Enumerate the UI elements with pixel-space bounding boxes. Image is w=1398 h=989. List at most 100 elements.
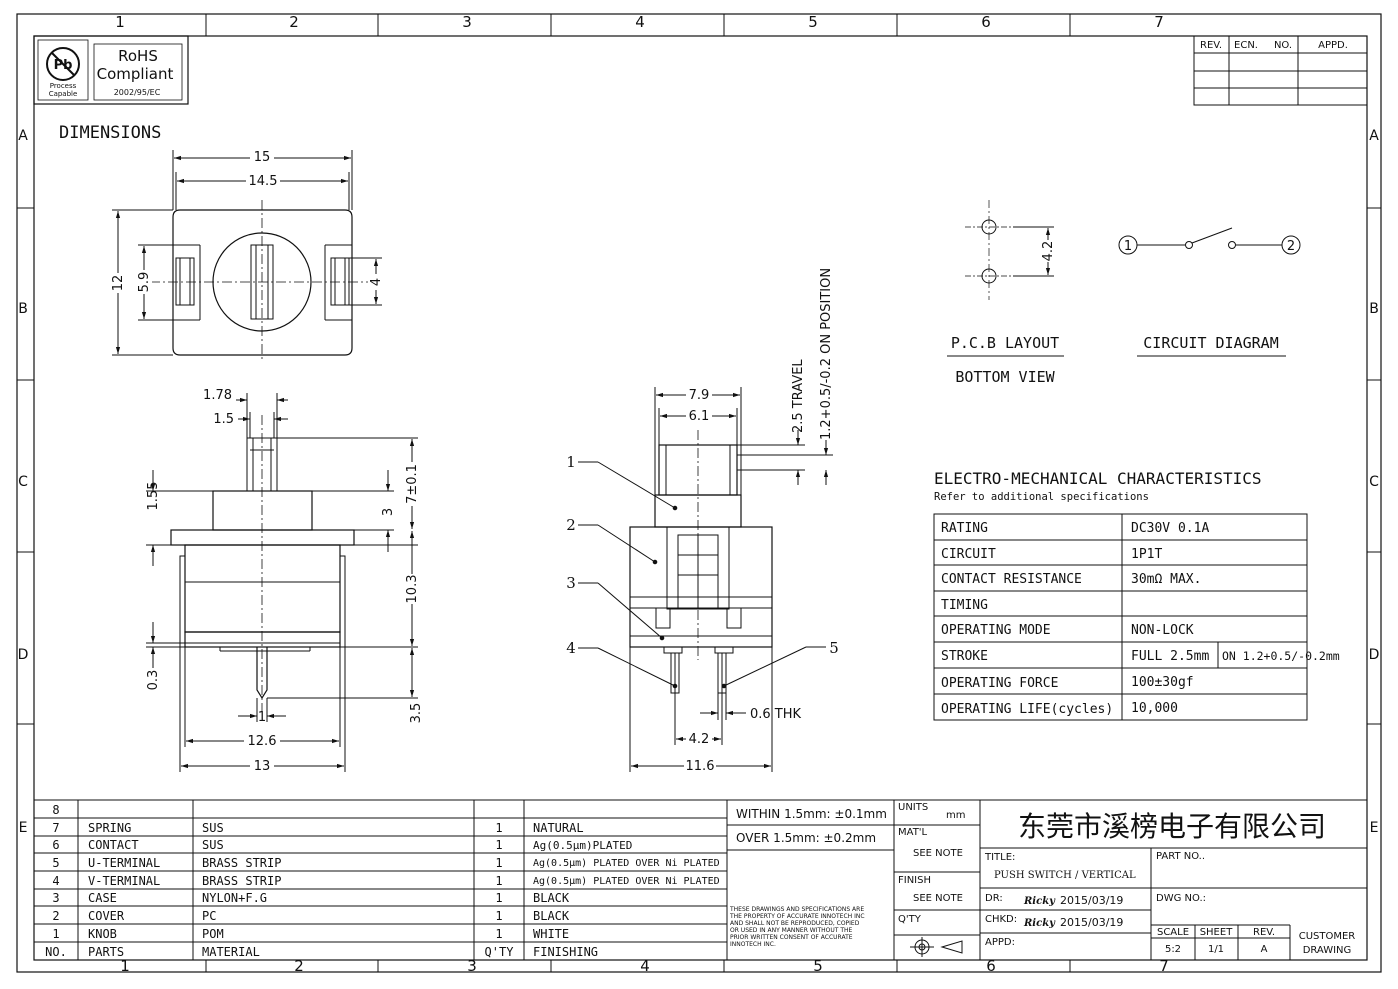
- circuit-terminal-1: 1: [1124, 239, 1132, 254]
- char-row-value: FULL 2.5mm: [1131, 649, 1209, 664]
- dim-side-1-78: 1.78: [203, 388, 232, 403]
- characteristics-subtitle: Refer to additional specifications: [934, 491, 1149, 503]
- drawn-label: DR:: [985, 893, 1003, 904]
- bom-part: SPRING: [88, 821, 131, 835]
- char-row-value: 100±30gf: [1131, 675, 1194, 690]
- qty-label: Q'TY: [898, 914, 922, 925]
- callout-4: 4: [566, 639, 576, 657]
- bom-qty: 1: [495, 874, 502, 888]
- char-row-value: DC30V 0.1A: [1131, 521, 1209, 536]
- bom-qty: 1: [495, 891, 502, 905]
- checked-by-signature: Ricky: [1023, 918, 1056, 929]
- dim-side-1-5: 1.5: [213, 412, 234, 427]
- no-header: NO.: [1274, 40, 1292, 51]
- pcb-layout-title: P.C.B LAYOUT: [951, 334, 1059, 352]
- dim-pcb-4-2: 4.2: [1041, 241, 1056, 262]
- bom-no: 4: [52, 874, 59, 888]
- row-letter-right: E: [1370, 820, 1379, 836]
- front-view: [578, 387, 833, 772]
- bom-header-qty: Q'TY: [485, 945, 515, 959]
- material-value: SEE NOTE: [913, 848, 963, 859]
- col-number-bottom: 4: [640, 957, 650, 975]
- bill-of-materials: 8 7 SPRING SUS 1 NATURAL 6 CONTACT SUS 1…: [33, 799, 728, 961]
- callout-1: 1: [566, 453, 576, 471]
- col-number-top: 1: [115, 13, 125, 31]
- dim-side-10-3: 10.3: [405, 575, 420, 604]
- bom-material: PC: [202, 909, 216, 923]
- disclaimer-line: PRIOR WRITTEN CONSENT OF ACCURATE: [730, 934, 853, 941]
- process-capable-line2: Capable: [49, 90, 78, 98]
- tolerance-over: OVER 1.5mm: ±0.2mm: [736, 831, 876, 845]
- revision-value: A: [1261, 944, 1268, 955]
- bom-material: NYLON+F.G: [202, 891, 267, 905]
- dim-side-12-6: 12.6: [248, 734, 277, 749]
- char-row-name: OPERATING FORCE: [941, 676, 1058, 691]
- part-no-label: PART NO..: [1156, 851, 1205, 862]
- side-view: [146, 393, 418, 772]
- third-angle-projection-icon: [910, 937, 963, 957]
- revision-block: REV. ECN. NO. APPD.: [1193, 35, 1368, 106]
- finish-value: SEE NOTE: [913, 893, 963, 904]
- bom-qty: 1: [495, 927, 502, 941]
- row-letter-left: A: [18, 128, 28, 144]
- bom-finishing: WHITE: [533, 927, 569, 941]
- approved-label: APPD:: [985, 937, 1015, 948]
- rohs-badge: Pb Process Capable RoHS Compliant 2002/9…: [33, 35, 189, 105]
- char-row-value: NON-LOCK: [1131, 623, 1194, 638]
- col-number-top: 5: [808, 13, 818, 31]
- dim-top-slot-4: 4: [369, 278, 384, 286]
- sheet-label: SHEET: [1200, 927, 1234, 938]
- tolerance-within: WITHIN 1.5mm: ±0.1mm: [736, 807, 887, 821]
- title-block: WITHIN 1.5mm: ±0.1mm OVER 1.5mm: ±0.2mm …: [726, 799, 1368, 961]
- bom-part: KNOB: [88, 927, 117, 941]
- bom-no: 6: [52, 838, 59, 852]
- bom-part: V-TERMINAL: [88, 874, 160, 888]
- bom-no: 8: [52, 803, 59, 817]
- bottom-view-title: BOTTOM VIEW: [955, 368, 1055, 386]
- bom-header-no: NO.: [45, 945, 67, 959]
- pb-symbol: Pb: [54, 58, 73, 73]
- drawn-by-signature: Ricky: [1023, 896, 1056, 907]
- scale-value: 5:2: [1165, 944, 1181, 955]
- border-column-numbers: 1 2 3 4 5 6 7 1 2 3 4 5 6 7: [115, 13, 1169, 975]
- col-number-top: 4: [635, 13, 645, 31]
- bom-header-parts: PARTS: [88, 945, 124, 959]
- scale-label: SCALE: [1157, 927, 1189, 938]
- units-value: mm: [946, 810, 965, 821]
- row-letter-left: D: [18, 647, 29, 663]
- rev-header: REV.: [1200, 40, 1222, 51]
- dim-top-width-15: 15: [254, 150, 271, 165]
- char-row-value: 10,000: [1131, 701, 1178, 716]
- no-lead-icon: [46, 47, 80, 81]
- border-row-letters: A B C D E A B C D E: [18, 128, 1380, 836]
- char-row-value: 30mΩ MAX.: [1131, 572, 1201, 587]
- dim-side-7: 7±0.1: [405, 464, 420, 504]
- appd-header: APPD.: [1318, 40, 1348, 51]
- circuit-diagram-labels: 1 2 CIRCUIT DIAGRAM: [1124, 239, 1295, 352]
- pcb-layout-labels: 4.2 P.C.B LAYOUT BOTTOM VIEW: [951, 240, 1059, 386]
- bom-qty: 1: [495, 821, 502, 835]
- row-letter-right: D: [1369, 647, 1380, 663]
- dim-top-width-14-5: 14.5: [249, 174, 278, 189]
- char-row-name: TIMING: [941, 598, 988, 613]
- bom-material: BRASS STRIP: [202, 874, 281, 888]
- customer-label: CUSTOMER: [1299, 931, 1356, 942]
- char-row-name: OPERATING MODE: [941, 623, 1051, 638]
- characteristics-table: ELECTRO-MECHANICAL CHARACTERISTICS Refer…: [933, 469, 1340, 721]
- rohs-directive: 2002/95/EC: [114, 88, 161, 97]
- bom-finishing: BLACK: [533, 909, 570, 923]
- checked-label: CHKD:: [985, 914, 1017, 925]
- row-letter-left: E: [19, 820, 28, 836]
- disclaimer-line: AND SHALL NOT BE REPRODUCED, COPIED: [730, 920, 860, 927]
- bom-no: 7: [52, 821, 59, 835]
- col-number-top: 3: [462, 13, 472, 31]
- compliant-label: Compliant: [97, 65, 174, 83]
- pcb-layout: [947, 200, 1064, 357]
- dim-side-3-5: 3.5: [409, 703, 424, 724]
- disclaimer-line: INNOTECH INC.: [730, 941, 776, 948]
- bom-qty: 1: [495, 909, 502, 923]
- drawing-number-label: DWG NO.:: [1156, 893, 1206, 904]
- callout-2: 2: [566, 516, 576, 534]
- bom-header: NO. PARTS MATERIAL Q'TY FINISHING: [45, 945, 598, 959]
